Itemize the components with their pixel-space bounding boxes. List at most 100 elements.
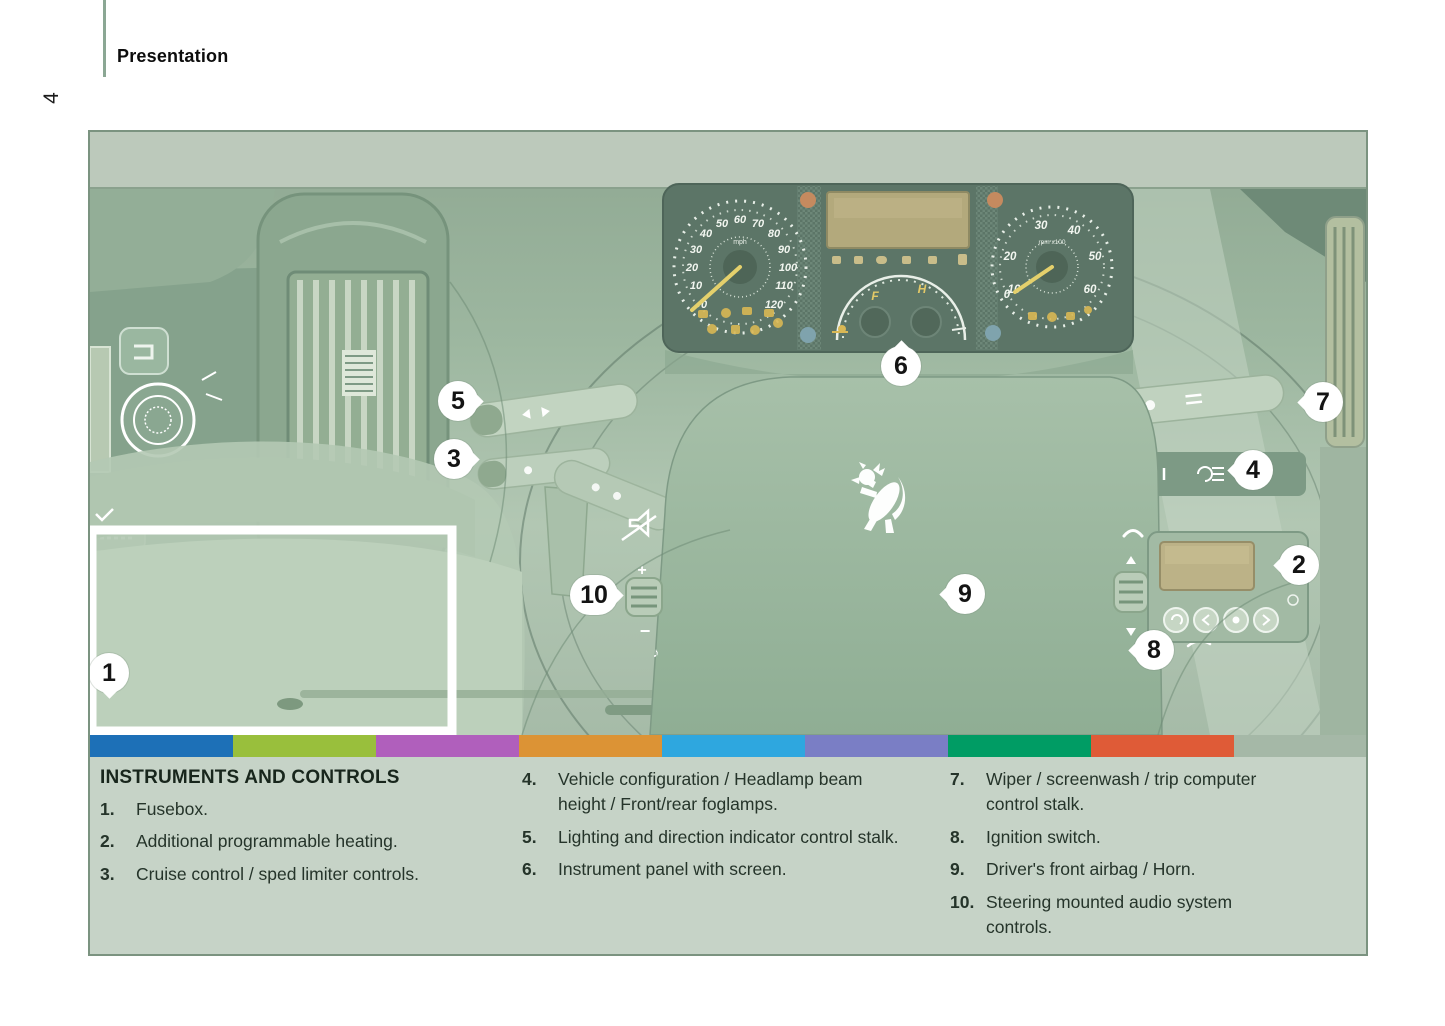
callout-9: 9	[945, 574, 985, 614]
legend-item-number: 7.	[950, 769, 965, 789]
callout-9-number: 9	[958, 579, 972, 608]
svg-text:10: 10	[1008, 284, 1021, 296]
svg-text:+: +	[637, 562, 646, 579]
fusebox-highlight-box	[90, 525, 457, 735]
fuel-temp-gauge: F H	[832, 274, 967, 341]
stripe-segment	[662, 735, 805, 757]
legend-item-number: 9.	[950, 859, 965, 880]
audio-controls-pod: + − ♪	[621, 508, 663, 660]
legend-item: 7. Wiper / screenwash / trip computer co…	[950, 767, 1350, 818]
instrument-cluster: 0 10 20 30 40 50 60 70 80 90 100 110 120	[662, 183, 1134, 382]
legend-item-text: Lighting and direction indicator control…	[558, 826, 899, 847]
callout-1-number: 1	[102, 658, 116, 687]
legend-column-2: 4. Vehicle configuration / Headlamp beam…	[522, 767, 926, 890]
legend-item-text: Wiper / screenwash / trip computer contr…	[986, 769, 1257, 815]
svg-text:80: 80	[768, 228, 781, 240]
svg-text:120: 120	[765, 299, 784, 311]
legend-item-number: 5.	[522, 826, 537, 847]
dashboard-figure: 0 10 20 30 40 50 60 70 80 90 100 110 120	[88, 130, 1368, 956]
legend-item-text: Steering mounted audio system controls.	[986, 891, 1233, 937]
dashboard-illustration: 0 10 20 30 40 50 60 70 80 90 100 110 120	[90, 132, 1366, 735]
legend-item: 3. Cruise control / sped limiter control…	[100, 862, 500, 887]
legend-item: 4. Vehicle configuration / Headlamp beam…	[522, 767, 926, 818]
legend-item: 1. Fusebox.	[100, 797, 500, 822]
legend-item: 9. Driver's front airbag / Horn.	[950, 857, 1350, 882]
legend-item-text: Instrument panel with screen.	[558, 859, 787, 880]
legend-column-3: 7. Wiper / screenwash / trip computer co…	[950, 767, 1350, 947]
lighting-stalk	[469, 383, 638, 438]
legend-item: 5. Lighting and direction indicator cont…	[522, 825, 926, 850]
svg-text:H: H	[918, 282, 927, 296]
svg-text:40: 40	[1067, 225, 1081, 237]
stripe-segment	[1234, 735, 1366, 757]
stripe-segment	[233, 735, 376, 757]
multifunction-display	[826, 191, 970, 265]
heating-panel	[1147, 531, 1309, 643]
callout-3: 3	[434, 439, 474, 479]
warning-icons-left	[698, 307, 783, 335]
legend-item: 2. Additional programmable heating.	[100, 829, 500, 854]
callout-5: 5	[438, 381, 478, 421]
phone-scroll-controls	[1113, 529, 1212, 648]
callout-5-number: 5	[451, 386, 465, 415]
svg-text:100: 100	[779, 262, 798, 274]
callout-1: 1	[90, 653, 129, 693]
section-title: Presentation	[117, 46, 229, 66]
svg-text:20: 20	[1003, 251, 1017, 263]
callout-2-number: 2	[1292, 550, 1306, 579]
svg-text:50: 50	[716, 218, 729, 230]
steering-wheel-pad	[649, 376, 1163, 735]
legend-item-number: 1.	[100, 799, 115, 819]
svg-text:60: 60	[1084, 284, 1097, 296]
svg-text:10: 10	[690, 280, 703, 292]
legend-item-text: Fusebox.	[136, 799, 208, 819]
legend-item: 10. Steering mounted audio system contro…	[950, 890, 1350, 941]
stripe-segment	[90, 735, 233, 757]
svg-text:40: 40	[699, 228, 713, 240]
svg-text:20: 20	[685, 262, 699, 274]
dashboard-photo: 0 10 20 30 40 50 60 70 80 90 100 110 120	[90, 132, 1366, 735]
svg-text:70: 70	[752, 218, 765, 230]
callout-10: 10	[570, 575, 618, 615]
legend-item-number: 10.	[950, 891, 975, 912]
legend: INSTRUMENTS AND CONTROLS 1. Fusebox. 2. …	[90, 757, 1366, 954]
svg-text:90: 90	[778, 244, 791, 256]
page-number: 4	[39, 92, 63, 104]
legend-item-text: Driver's front airbag / Horn.	[986, 859, 1196, 880]
legend-item-text: Cruise control / sped limiter controls.	[136, 863, 420, 884]
peugeot-lion-logo	[851, 462, 906, 533]
stripe-segment	[519, 735, 662, 757]
legend-item: 6. Instrument panel with screen.	[522, 857, 926, 882]
section-rule	[103, 0, 106, 77]
callout-8-number: 8	[1147, 635, 1161, 664]
legend-item-text: Vehicle configuration / Headlamp beam he…	[558, 769, 863, 815]
legend-item-number: 8.	[950, 826, 965, 847]
legend-item-number: 4.	[522, 769, 537, 789]
svg-text:0: 0	[1004, 289, 1011, 301]
callout-10-number: 10	[580, 580, 608, 609]
svg-text:30: 30	[1035, 220, 1048, 232]
legend-item-number: 2.	[100, 831, 115, 852]
svg-text:110: 110	[775, 280, 793, 292]
callout-2: 2	[1279, 545, 1319, 585]
callout-4-number: 4	[1246, 455, 1260, 484]
speedometer: 0 10 20 30 40 50 60 70 80 90 100 110 120	[672, 199, 808, 335]
stripe-segment	[948, 735, 1091, 757]
legend-item: 8. Ignition switch.	[950, 825, 1350, 850]
callout-8: 8	[1134, 630, 1174, 670]
svg-text:60: 60	[734, 214, 747, 226]
callout-7-number: 7	[1316, 387, 1330, 416]
stripe-segment	[376, 735, 519, 757]
svg-text:F: F	[871, 289, 879, 303]
callout-6: 6	[881, 346, 921, 386]
legend-item-text: Ignition switch.	[986, 826, 1101, 847]
svg-text:30: 30	[690, 244, 703, 256]
legend-heading: INSTRUMENTS AND CONTROLS	[100, 767, 400, 788]
color-stripe	[90, 735, 1366, 757]
stripe-segment	[805, 735, 948, 757]
svg-text:♪: ♪	[653, 645, 660, 660]
tachometer: 0 10 20 30 40 50 60 rpm x100	[990, 205, 1114, 329]
callout-6-number: 6	[894, 351, 908, 380]
callout-7: 7	[1303, 382, 1343, 422]
